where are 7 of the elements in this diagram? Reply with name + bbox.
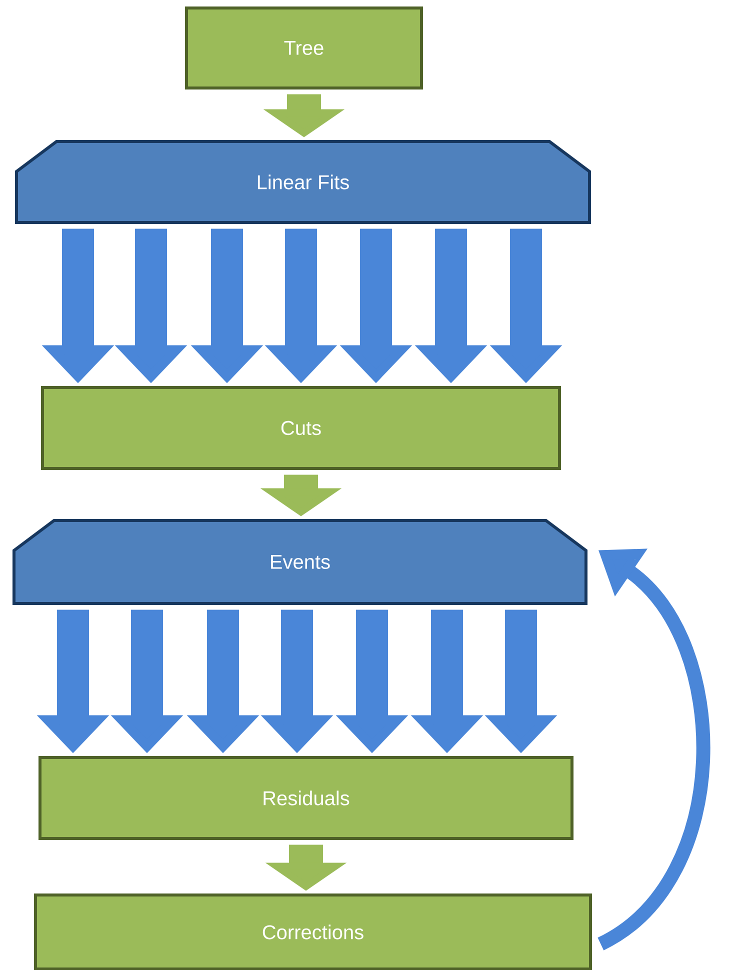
curved-arrow — [596, 548, 710, 950]
process-box: Corrections — [34, 894, 592, 970]
process-box: Residuals — [38, 756, 574, 840]
process-box: Cuts — [41, 386, 561, 470]
chamfered-box: Linear Fits — [15, 140, 591, 224]
process-box: Tree — [185, 6, 423, 90]
chamfered-box: Events — [12, 519, 588, 605]
